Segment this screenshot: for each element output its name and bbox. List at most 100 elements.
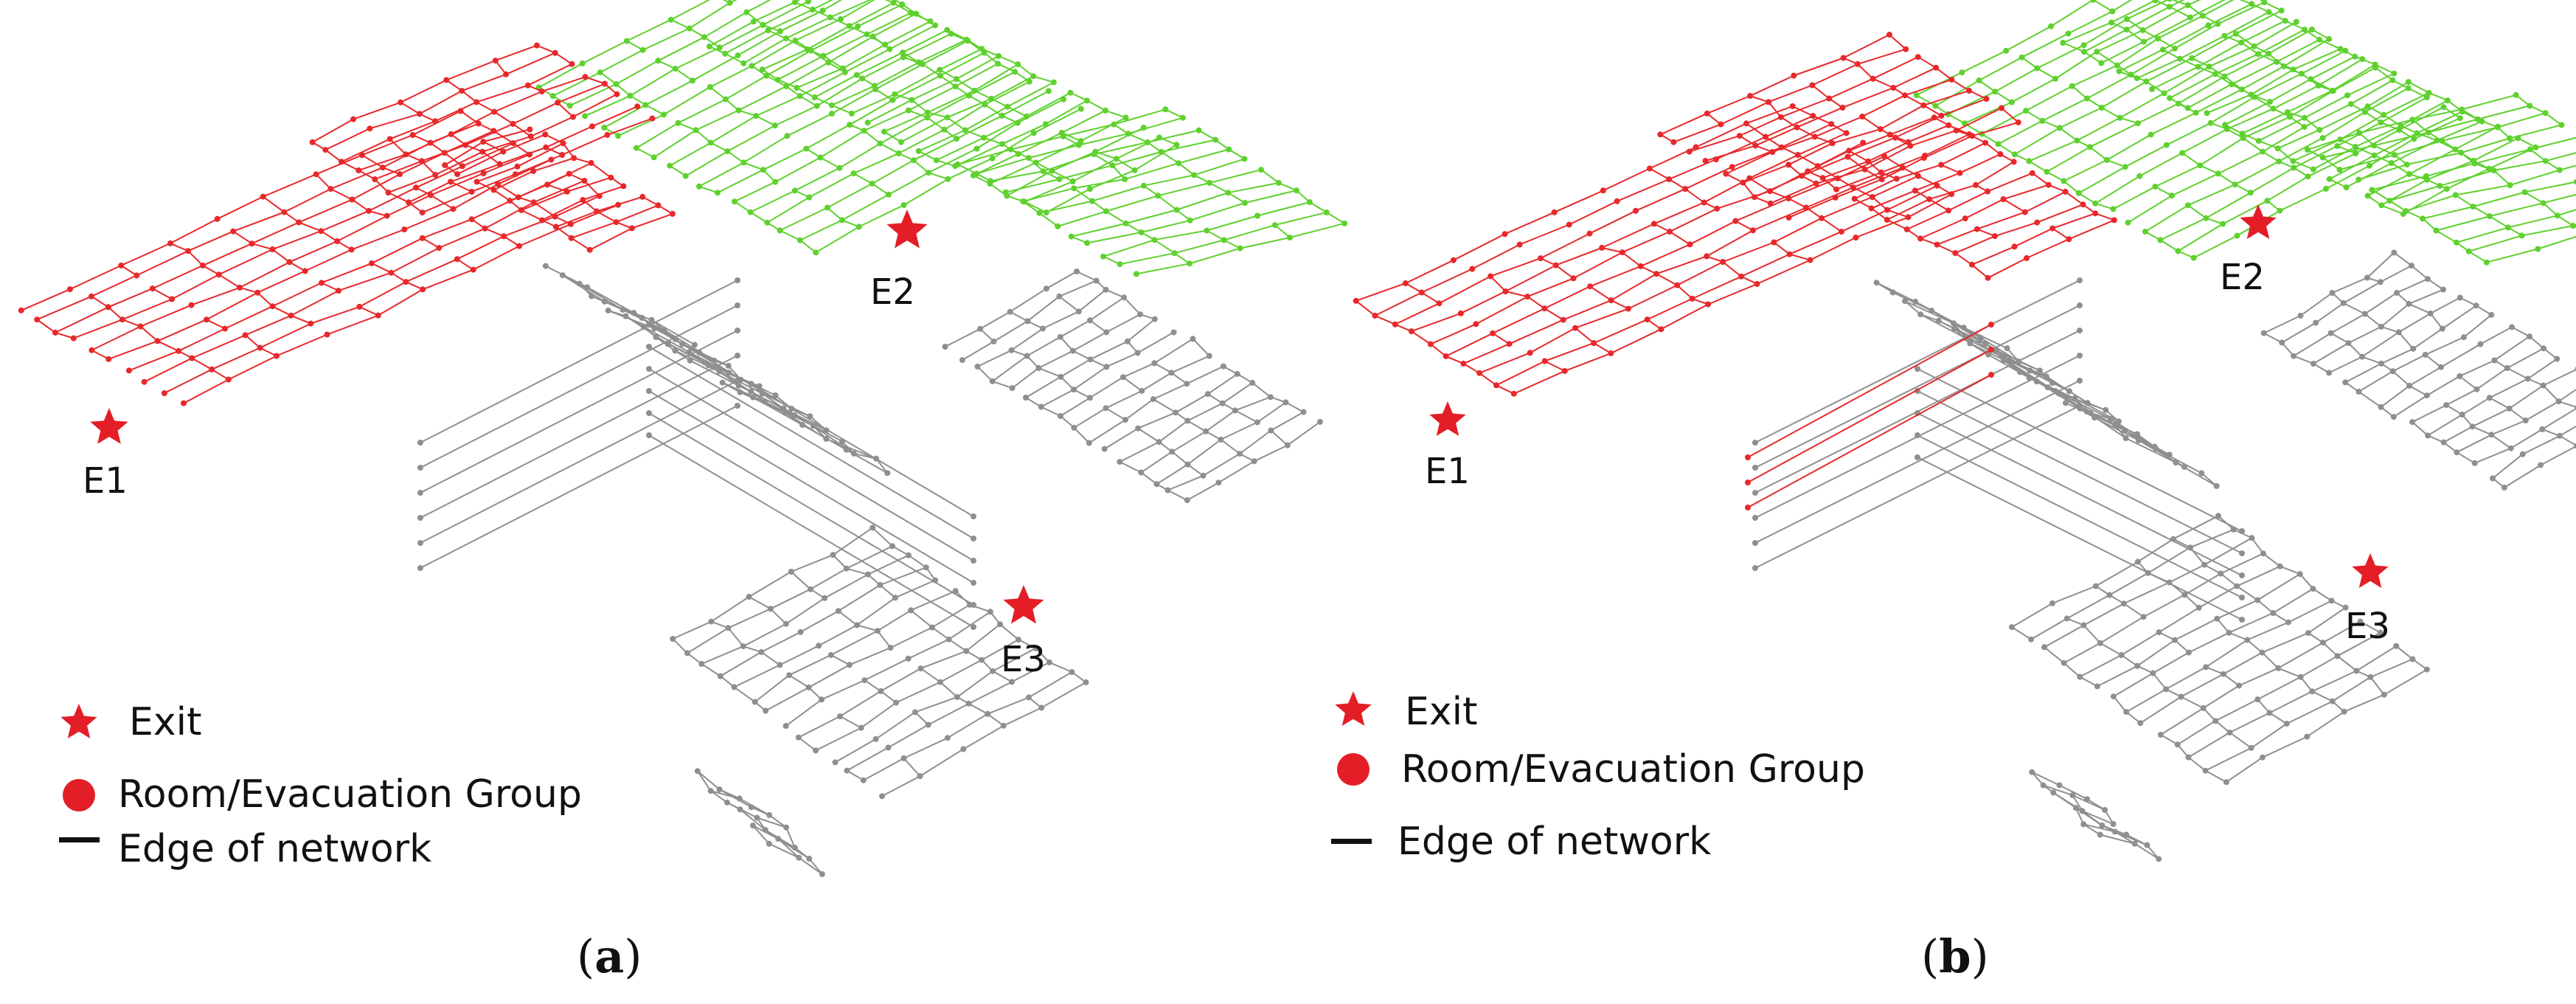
room-node xyxy=(88,347,95,353)
room-node xyxy=(944,735,951,741)
network-edge xyxy=(170,242,189,252)
room-node xyxy=(2364,193,2371,199)
network-edge xyxy=(1837,177,1854,188)
network-edge xyxy=(2079,676,2098,688)
room-node xyxy=(1948,76,1955,83)
room-node xyxy=(1284,442,1291,449)
room-node xyxy=(806,194,813,201)
network-edge xyxy=(2268,11,2286,21)
network-edge xyxy=(1073,427,1090,444)
network-edge xyxy=(1810,237,1856,261)
room-node xyxy=(397,171,403,178)
room-node xyxy=(403,279,409,285)
network-edge xyxy=(2052,585,2097,604)
network-edge xyxy=(2392,370,2410,387)
network-edge xyxy=(289,240,338,263)
network-zone-e1 xyxy=(1353,32,2117,510)
room-node xyxy=(2131,840,2138,847)
network-edge xyxy=(2226,128,2244,139)
room-node xyxy=(979,46,985,52)
network-edge xyxy=(823,33,867,57)
room-node xyxy=(906,552,912,558)
network-edge xyxy=(2025,110,2043,122)
room-node xyxy=(735,403,740,409)
network-edge xyxy=(1527,277,1574,298)
network-edge xyxy=(456,235,504,260)
room-node xyxy=(417,111,423,117)
network-edge xyxy=(648,368,974,561)
room-node xyxy=(2297,674,2304,680)
network-zone-e2 xyxy=(1913,0,2576,266)
room-node xyxy=(1153,481,1160,488)
room-node xyxy=(1934,241,1940,248)
room-node xyxy=(1341,220,1348,226)
room-node xyxy=(646,410,652,416)
network-edge xyxy=(874,61,920,87)
network-edge xyxy=(687,627,729,654)
room-node xyxy=(1985,351,1992,358)
room-node xyxy=(765,840,772,847)
network-edge xyxy=(2445,388,2477,406)
room-node xyxy=(696,183,703,190)
room-node xyxy=(2296,571,2303,578)
network-edge xyxy=(2393,395,2428,418)
network-edge xyxy=(2148,572,2170,584)
network-edge xyxy=(2241,66,2285,91)
network-edge xyxy=(785,597,825,625)
room-node xyxy=(2409,656,2416,662)
room-node xyxy=(468,216,475,223)
network-edge xyxy=(1669,207,1718,232)
room-node xyxy=(1221,237,1227,243)
room-node xyxy=(2405,85,2412,91)
network-edge xyxy=(2114,424,2156,450)
room-node xyxy=(648,316,655,323)
network-edge xyxy=(2473,191,2525,208)
network-edge xyxy=(913,138,957,162)
network-edge xyxy=(674,350,691,361)
network-edge xyxy=(979,311,1011,330)
room-node xyxy=(735,277,740,283)
network-edge xyxy=(1656,255,1707,275)
room-node xyxy=(1469,266,1476,272)
network-edge xyxy=(1735,220,1754,232)
network-edge xyxy=(1411,330,1431,345)
room-node xyxy=(2323,185,2329,192)
network-edge xyxy=(653,129,697,159)
network-edge xyxy=(2391,162,2410,175)
room-node xyxy=(2334,653,2341,659)
room-node xyxy=(1614,198,1620,204)
room-node xyxy=(2170,536,2176,542)
room-node xyxy=(722,50,729,57)
room-node xyxy=(2527,103,2533,109)
network-edge xyxy=(753,1,796,23)
room-node xyxy=(2009,624,2015,631)
room-node xyxy=(2391,249,2398,256)
network-edge xyxy=(2241,111,2288,135)
room-node xyxy=(1117,261,1123,268)
network-edge xyxy=(2544,112,2562,126)
room-node xyxy=(1920,102,1927,108)
network-edge xyxy=(675,68,693,82)
network-edge xyxy=(2205,666,2224,675)
network-edge xyxy=(2381,347,2414,364)
network-edge xyxy=(2311,29,2330,40)
room-node xyxy=(2357,618,2364,625)
network-edge xyxy=(2463,314,2492,338)
room-node xyxy=(952,83,959,90)
network-edge xyxy=(872,13,917,38)
network-edge xyxy=(1923,89,1970,106)
network-edge xyxy=(808,858,823,875)
network-edge xyxy=(562,142,575,159)
room-node xyxy=(2179,150,2186,156)
network-edge xyxy=(1994,221,2038,238)
network-edge xyxy=(1752,207,1807,232)
network-edge xyxy=(422,237,440,249)
room-node xyxy=(1566,221,1572,228)
network-edge xyxy=(857,4,903,27)
network-edge xyxy=(36,295,92,321)
network-edge xyxy=(2119,49,2164,72)
room-node xyxy=(602,80,608,87)
room-node xyxy=(996,52,1001,59)
network-edge xyxy=(2400,125,2417,134)
room-node xyxy=(1913,92,1920,98)
